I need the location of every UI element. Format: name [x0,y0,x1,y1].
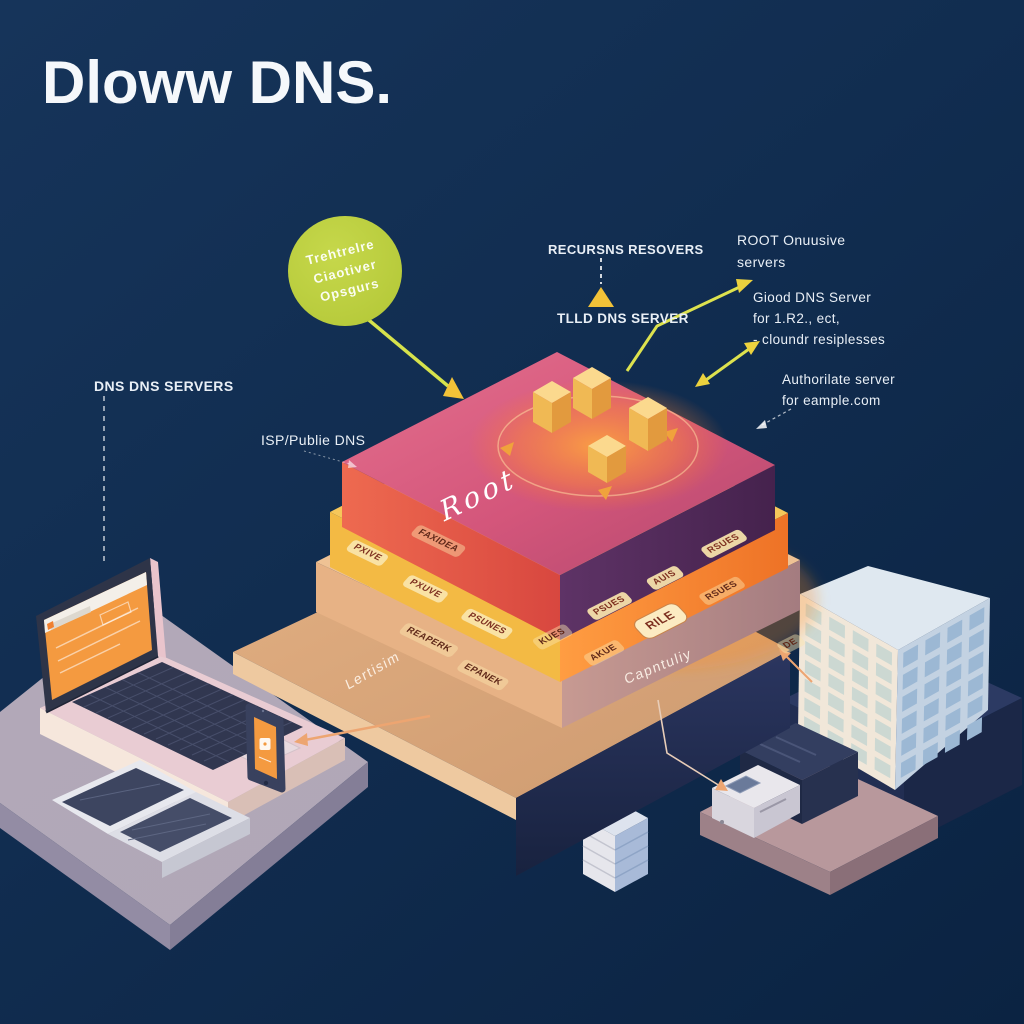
arrow-authoritative [756,408,792,429]
connector-isp [303,450,357,468]
arrow-stack-to-phone [294,714,431,746]
arrow-platform-to-printer [657,699,728,791]
arrow-double-good-dns [695,341,760,387]
connector-recursive-to-tld [588,258,614,307]
root-server-cubes [533,367,667,483]
printer-icon [712,723,858,838]
arrow-stack-to-root-servers [625,279,753,372]
arrow-blob-to-stack [350,304,464,399]
arrow-building-to-platform [779,649,813,683]
small-laptop-icon [52,760,250,878]
smartphone-icon [245,703,286,793]
